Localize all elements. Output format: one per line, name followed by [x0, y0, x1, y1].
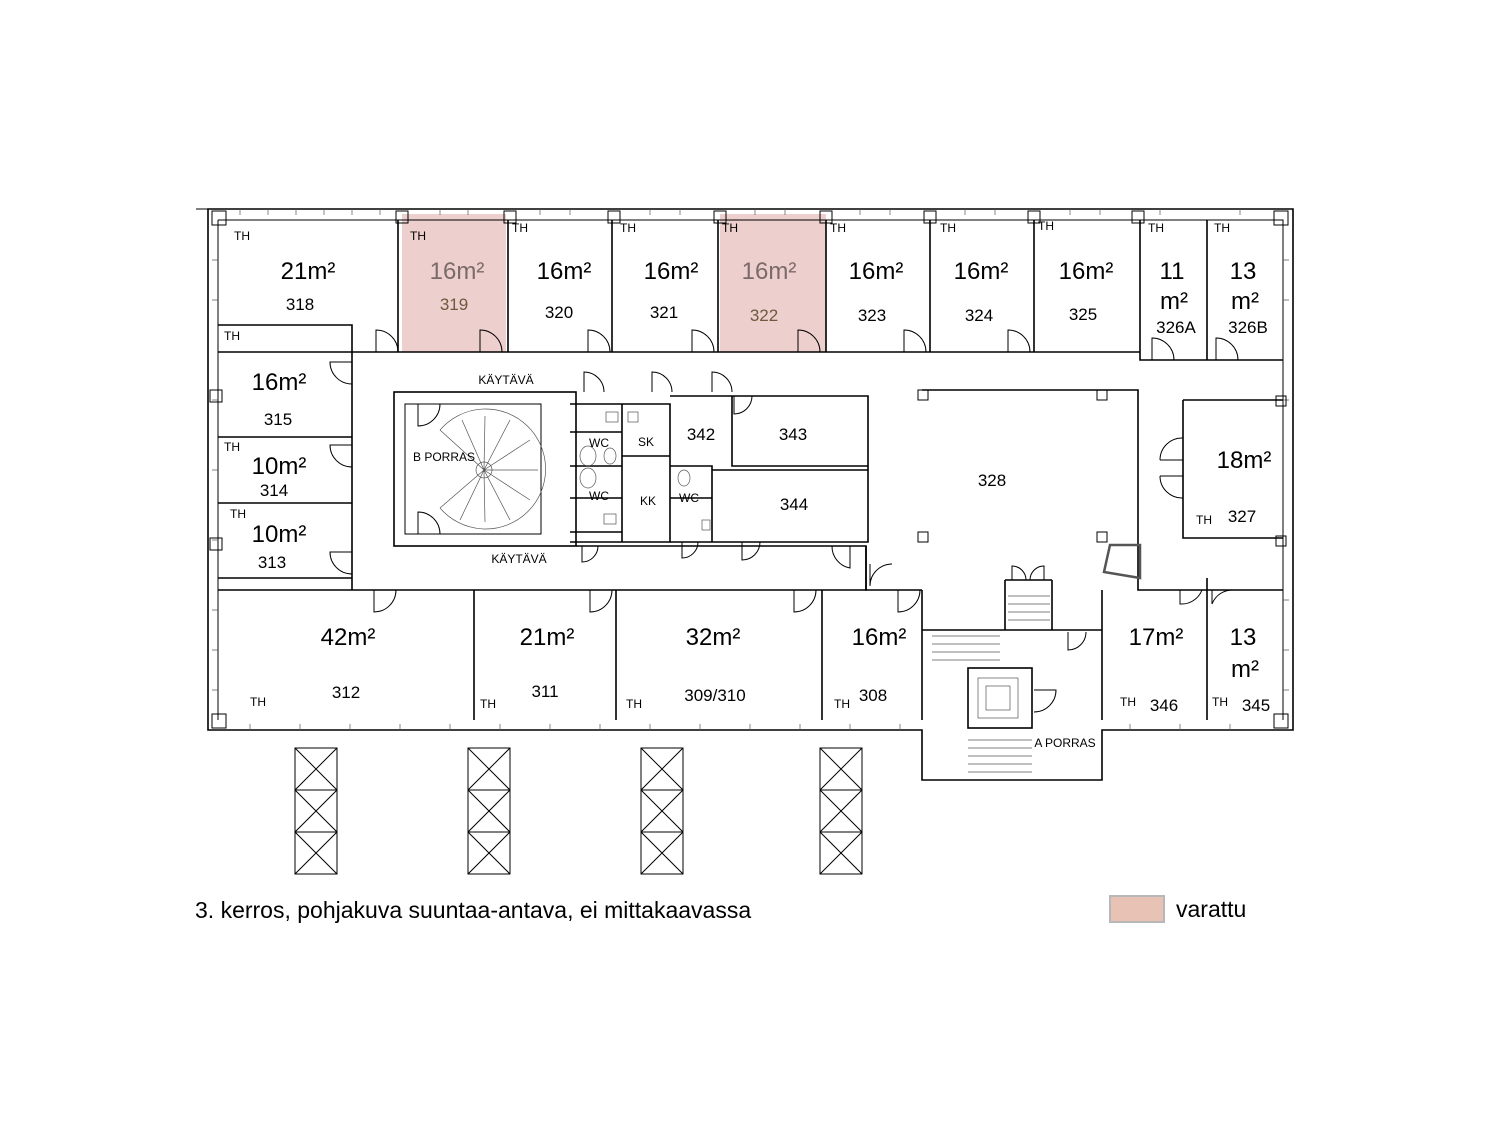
th-326b: TH — [1214, 221, 1230, 235]
room-346-area: 17m² — [1129, 624, 1184, 651]
room-322-area: 16m² — [742, 258, 797, 285]
th-312: TH — [250, 695, 266, 709]
room-309-area: 32m² — [686, 624, 741, 651]
room-344-number: 344 — [780, 495, 808, 514]
th-319: TH — [410, 229, 426, 243]
room-343-number: 343 — [779, 425, 807, 444]
legend-reserved-swatch — [1109, 895, 1165, 923]
room-308-number: 308 — [859, 686, 887, 705]
room-319-area: 16m² — [430, 258, 485, 285]
wc-3-label: WC — [679, 491, 699, 505]
room-327-area: 18m² — [1217, 447, 1272, 474]
room-labels: 21m² 318 16m² 319 16m² 320 16m² 321 16m²… — [252, 258, 1272, 715]
room-342-number: 342 — [687, 425, 715, 444]
room-326b-area-unit: m² — [1231, 288, 1259, 315]
room-345-number: 345 — [1242, 696, 1270, 715]
room-345-area-unit: m² — [1231, 656, 1259, 683]
th-323: TH — [830, 221, 846, 235]
room-315-area: 16m² — [252, 369, 307, 396]
room-323-area: 16m² — [849, 258, 904, 285]
room-326a-number: 326A — [1156, 318, 1196, 337]
legend-reserved-label: varattu — [1176, 896, 1247, 922]
room-322-number: 322 — [750, 306, 778, 325]
room-326a-area-unit: m² — [1160, 288, 1188, 315]
room-327-number: 327 — [1228, 507, 1256, 526]
room-318-number: 318 — [286, 295, 314, 314]
exterior-walls — [196, 208, 1294, 781]
room-320-area: 16m² — [537, 258, 592, 285]
th-320: TH — [512, 221, 528, 235]
interior-walls — [218, 220, 1283, 729]
th-346: TH — [1120, 695, 1136, 709]
th-markers: TH TH TH TH TH TH TH TH TH TH TH TH TH T… — [224, 219, 1230, 711]
room-328-number: 328 — [978, 471, 1006, 490]
th-313: TH — [230, 507, 246, 521]
room-318-area: 21m² — [281, 258, 336, 285]
corridor-bottom-label: KÄYTÄVÄ — [491, 552, 546, 566]
room-312-area: 42m² — [321, 624, 376, 651]
room-321-number: 321 — [650, 303, 678, 322]
th-318: TH — [234, 229, 250, 243]
room-326b-area-value: 13 — [1230, 258, 1257, 285]
b-stair-label: B PORRAS — [413, 450, 475, 464]
balcony-bays — [294, 747, 863, 875]
room-326a-area-value: 11 — [1160, 258, 1185, 285]
room-324-area: 16m² — [954, 258, 1009, 285]
room-320-number: 320 — [545, 303, 573, 322]
room-308-area: 16m² — [852, 624, 907, 651]
room-315-number: 315 — [264, 410, 292, 429]
corridor-top-label: KÄYTÄVÄ — [478, 373, 533, 387]
th-324: TH — [940, 221, 956, 235]
room-319-number: 319 — [440, 295, 468, 314]
th-327: TH — [1196, 513, 1212, 527]
stair-treads — [439, 408, 1050, 773]
room-319-reserved-fill — [402, 214, 506, 352]
room-325-area: 16m² — [1059, 258, 1114, 285]
room-322-reserved-fill — [720, 214, 826, 352]
sk-label: SK — [638, 435, 654, 449]
th-314: TH — [224, 440, 240, 454]
wc-1-label: WC — [589, 436, 609, 450]
door-swings — [329, 329, 1239, 713]
room-323-number: 323 — [858, 306, 886, 325]
a-stair-label: A PORRAS — [1034, 736, 1095, 750]
th-322: TH — [722, 221, 738, 235]
floor-caption: 3. kerros, pohjakuva suuntaa-antava, ei … — [195, 897, 752, 923]
room-314-number: 314 — [260, 481, 288, 500]
th-309: TH — [626, 697, 642, 711]
room-346-number: 346 — [1150, 696, 1178, 715]
room-314-area: 10m² — [252, 453, 307, 480]
room-325-number: 325 — [1069, 305, 1097, 324]
th-326a: TH — [1148, 221, 1164, 235]
room-321-area: 16m² — [644, 258, 699, 285]
fixtures — [579, 411, 1142, 719]
room-345-area-value: 13 — [1230, 624, 1257, 651]
space-labels: KÄYTÄVÄ KÄYTÄVÄ B PORRAS A PORRAS WC WC … — [413, 373, 1096, 750]
th-308: TH — [834, 697, 850, 711]
room-309-number: 309/310 — [684, 686, 745, 705]
room-326b-number: 326B — [1228, 318, 1268, 337]
wc-2-label: WC — [589, 489, 609, 503]
room-313-number: 313 — [258, 553, 286, 572]
th-325: TH — [1038, 219, 1054, 233]
kk-label: KK — [640, 494, 656, 508]
room-324-number: 324 — [965, 306, 993, 325]
th-345: TH — [1212, 695, 1228, 709]
room-311-number: 311 — [531, 682, 558, 701]
room-311-area: 21m² — [520, 624, 575, 651]
th-321: TH — [620, 221, 636, 235]
th-315: TH — [224, 329, 240, 343]
th-311: TH — [480, 697, 496, 711]
room-313-area: 10m² — [252, 521, 307, 548]
room-312-number: 312 — [332, 683, 360, 702]
